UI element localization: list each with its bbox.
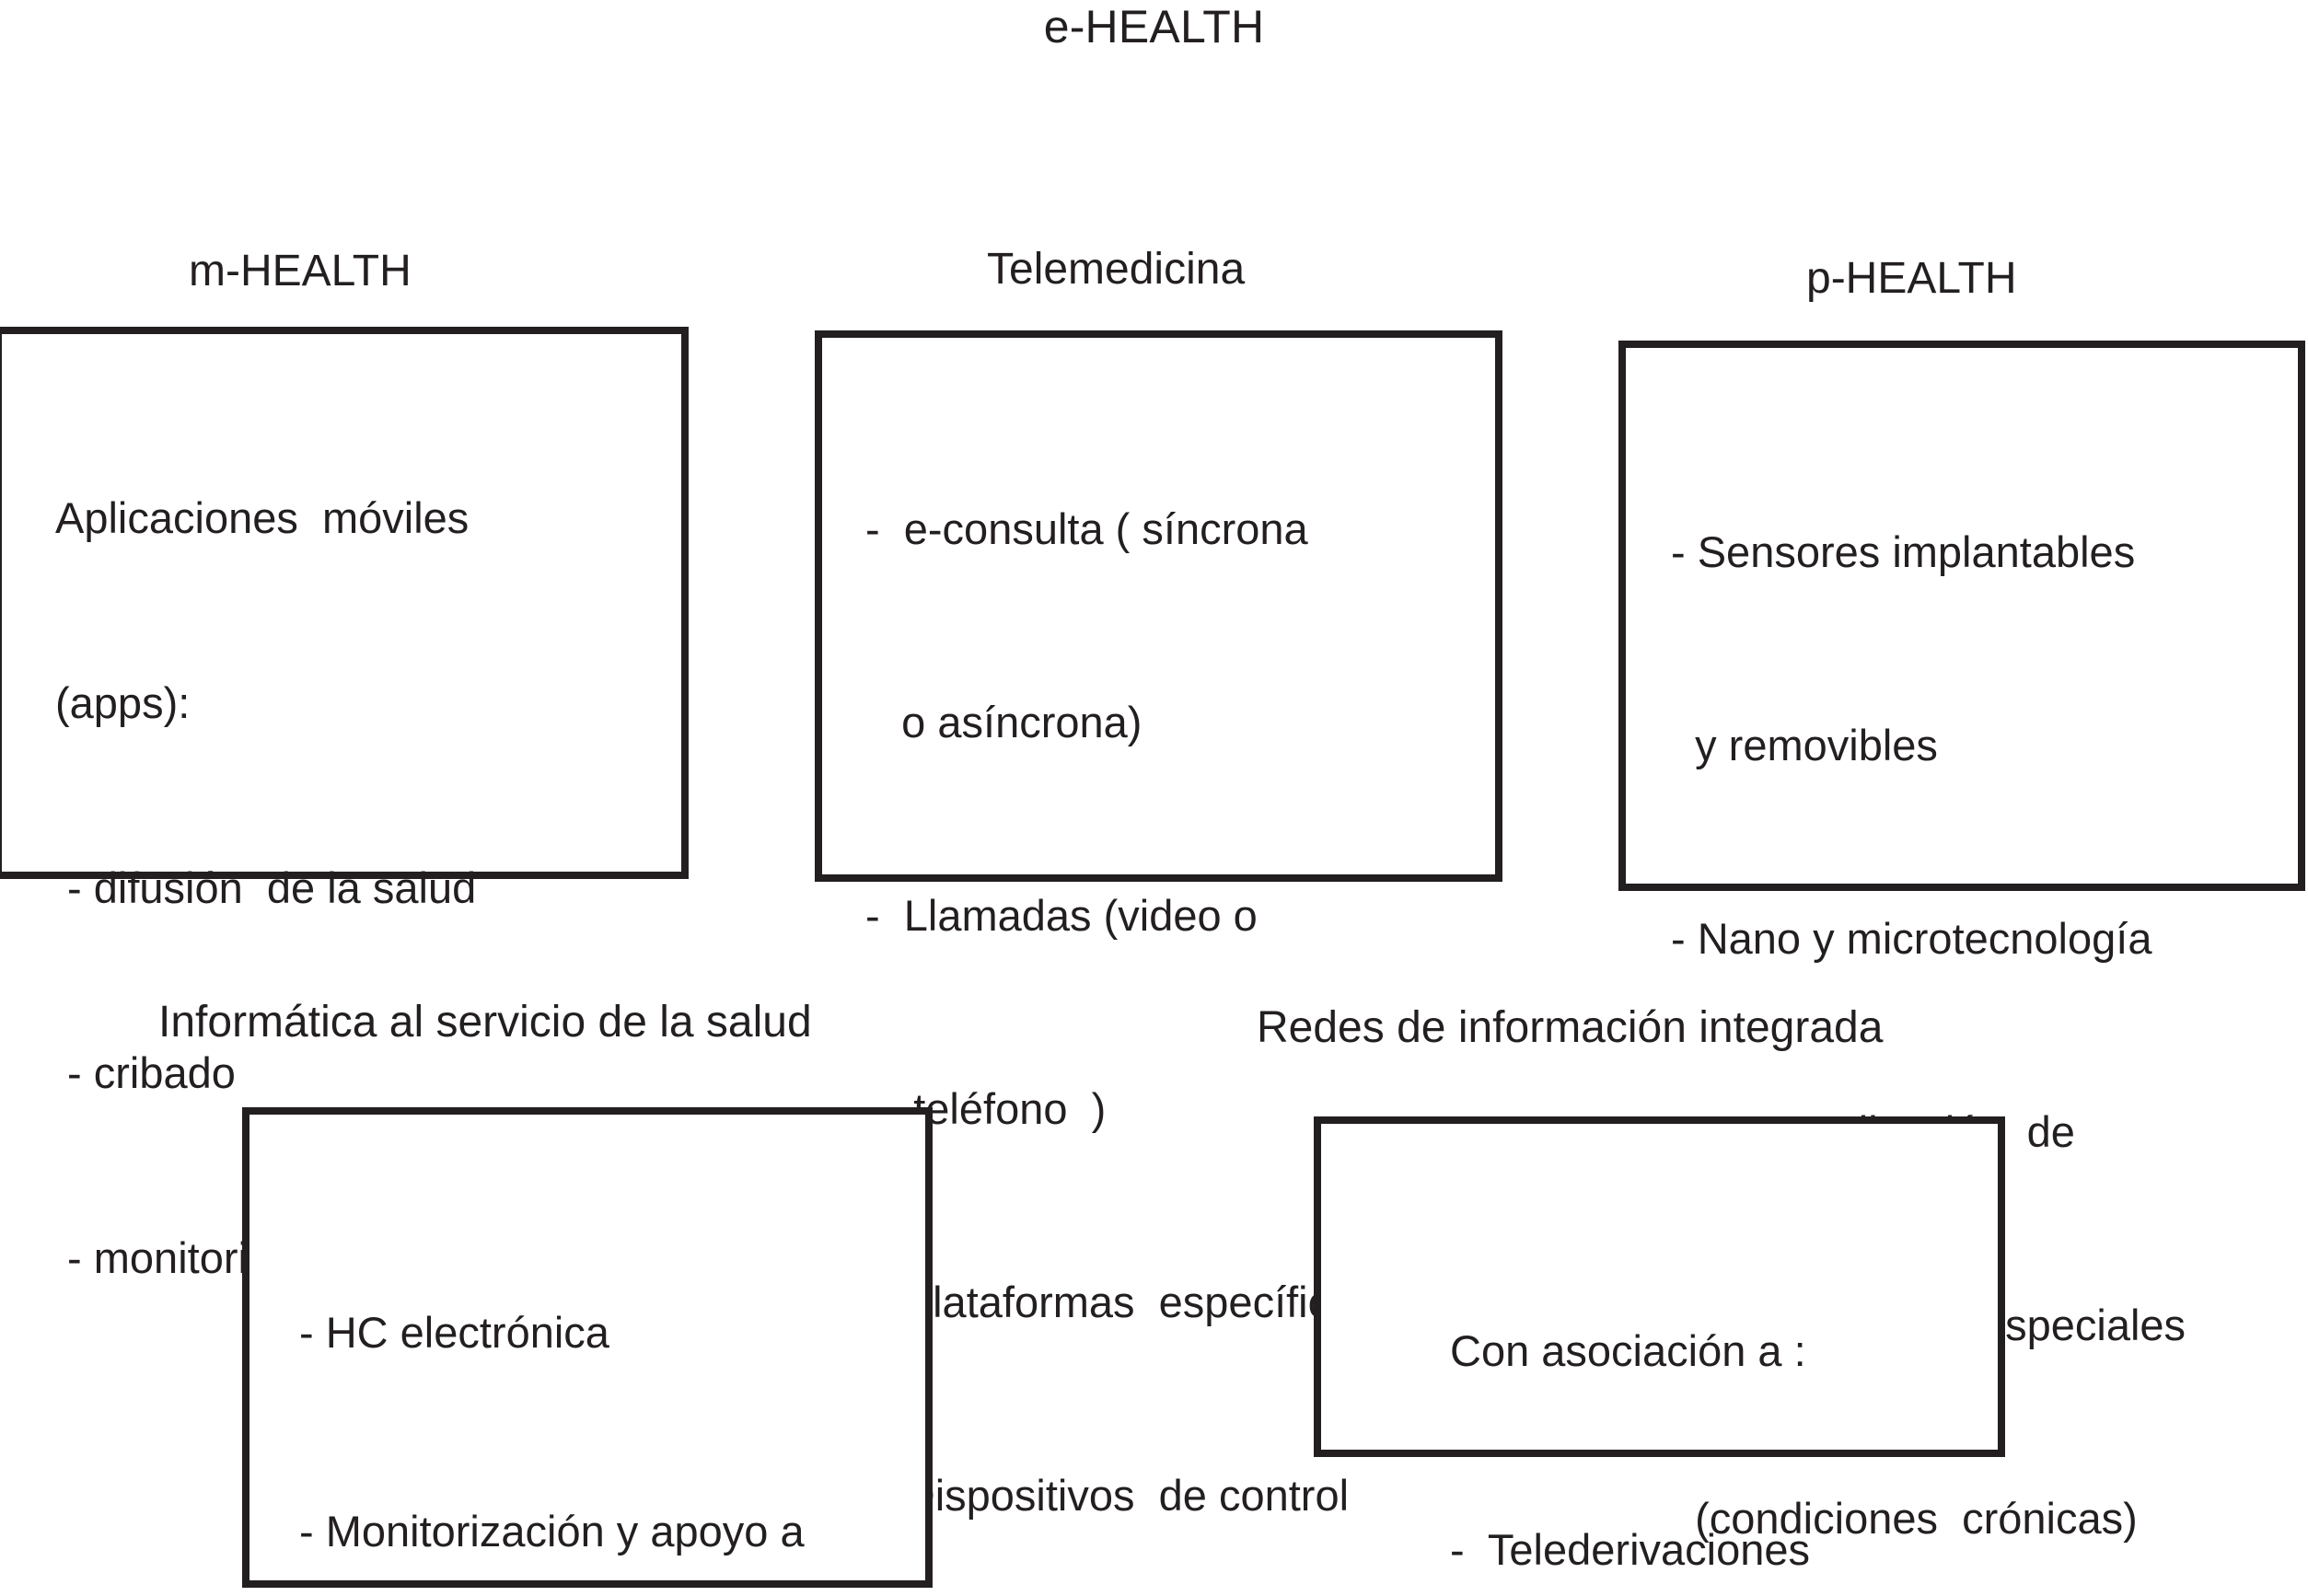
diagram-title: e-HEALTH [1043,1,1265,52]
node-line: - HC electrónica [299,1308,609,1357]
node-box-m-health [0,327,689,879]
node-line: o asíncrona) [865,698,1142,746]
node-line: - Llamadas (video o [865,891,1258,940]
node-line: - Plataformas específicas [865,1278,1375,1326]
node-line: - difusión de la salud [55,863,477,912]
group-caption-p-health: p-HEALTH [1806,254,2017,303]
node-line: teléfono ) [865,1084,1107,1133]
node-line: - Monitorización y apoyo a [299,1507,805,1556]
node-text-m-health: Aplicaciones móviles (apps): - difusión … [55,364,476,1596]
node-line: - Dispositivos de control [865,1471,1350,1520]
node-line: - Telederivaciones [1450,1525,1811,1574]
node-line: - Nano y microtecnología [1671,914,2152,963]
group-caption-informatica: Informática al servicio de la salud [158,998,812,1047]
node-line: y removibles [1671,721,1938,769]
node-line: Aplicaciones móviles [55,493,470,542]
node-box-telemedicina [815,330,1502,882]
node-line: (apps): [55,678,191,727]
node-box-informatica [242,1107,933,1588]
node-line: - Sensores implantables [1671,527,2136,576]
node-text-telemedicina: - e-consulta ( síncrona o asíncrona) - L… [865,368,1375,1596]
node-box-p-health [1618,341,2305,891]
group-caption-telemedicina: Telemedicina [987,245,1246,294]
node-text-redes: Con asociación a : - Telederivaciones - … [1450,1185,1810,1596]
node-line: - e-consulta ( síncrona [865,504,1308,553]
node-box-redes [1314,1116,2005,1457]
group-caption-m-health: m-HEALTH [189,247,412,295]
node-line: Con asociación a : [1450,1326,1806,1375]
node-line: - cribado [55,1048,236,1097]
group-caption-redes: Redes de información integrada [1257,1003,1884,1052]
node-line: (condiciones crónicas) [1671,1494,2138,1543]
node-text-informatica: - HC electrónica - Monitorización y apoy… [299,1167,805,1596]
